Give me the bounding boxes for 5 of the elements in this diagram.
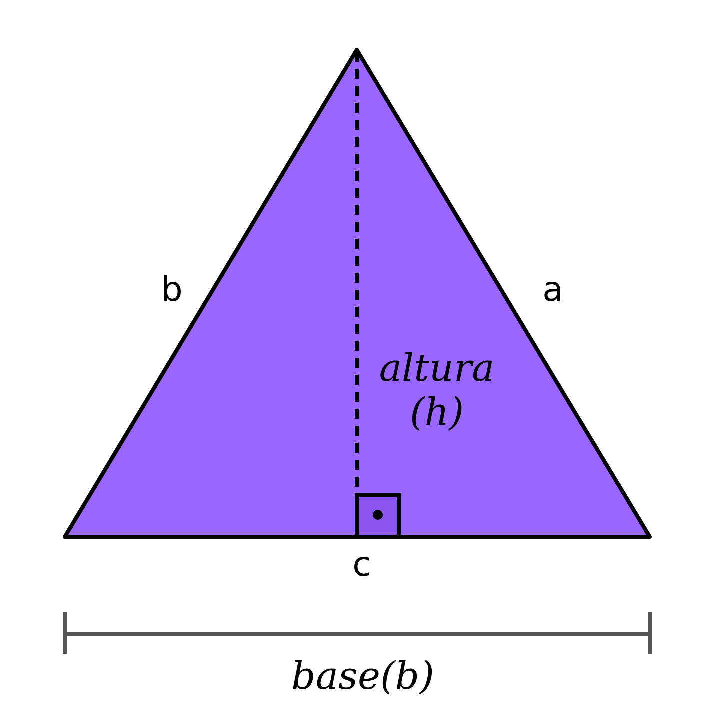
side-label: b (161, 270, 183, 310)
altitude-label: altura (h) (378, 346, 496, 434)
vertex-label: c (352, 545, 372, 585)
base-label: base(b) (292, 654, 434, 698)
side-label: a (542, 270, 564, 310)
